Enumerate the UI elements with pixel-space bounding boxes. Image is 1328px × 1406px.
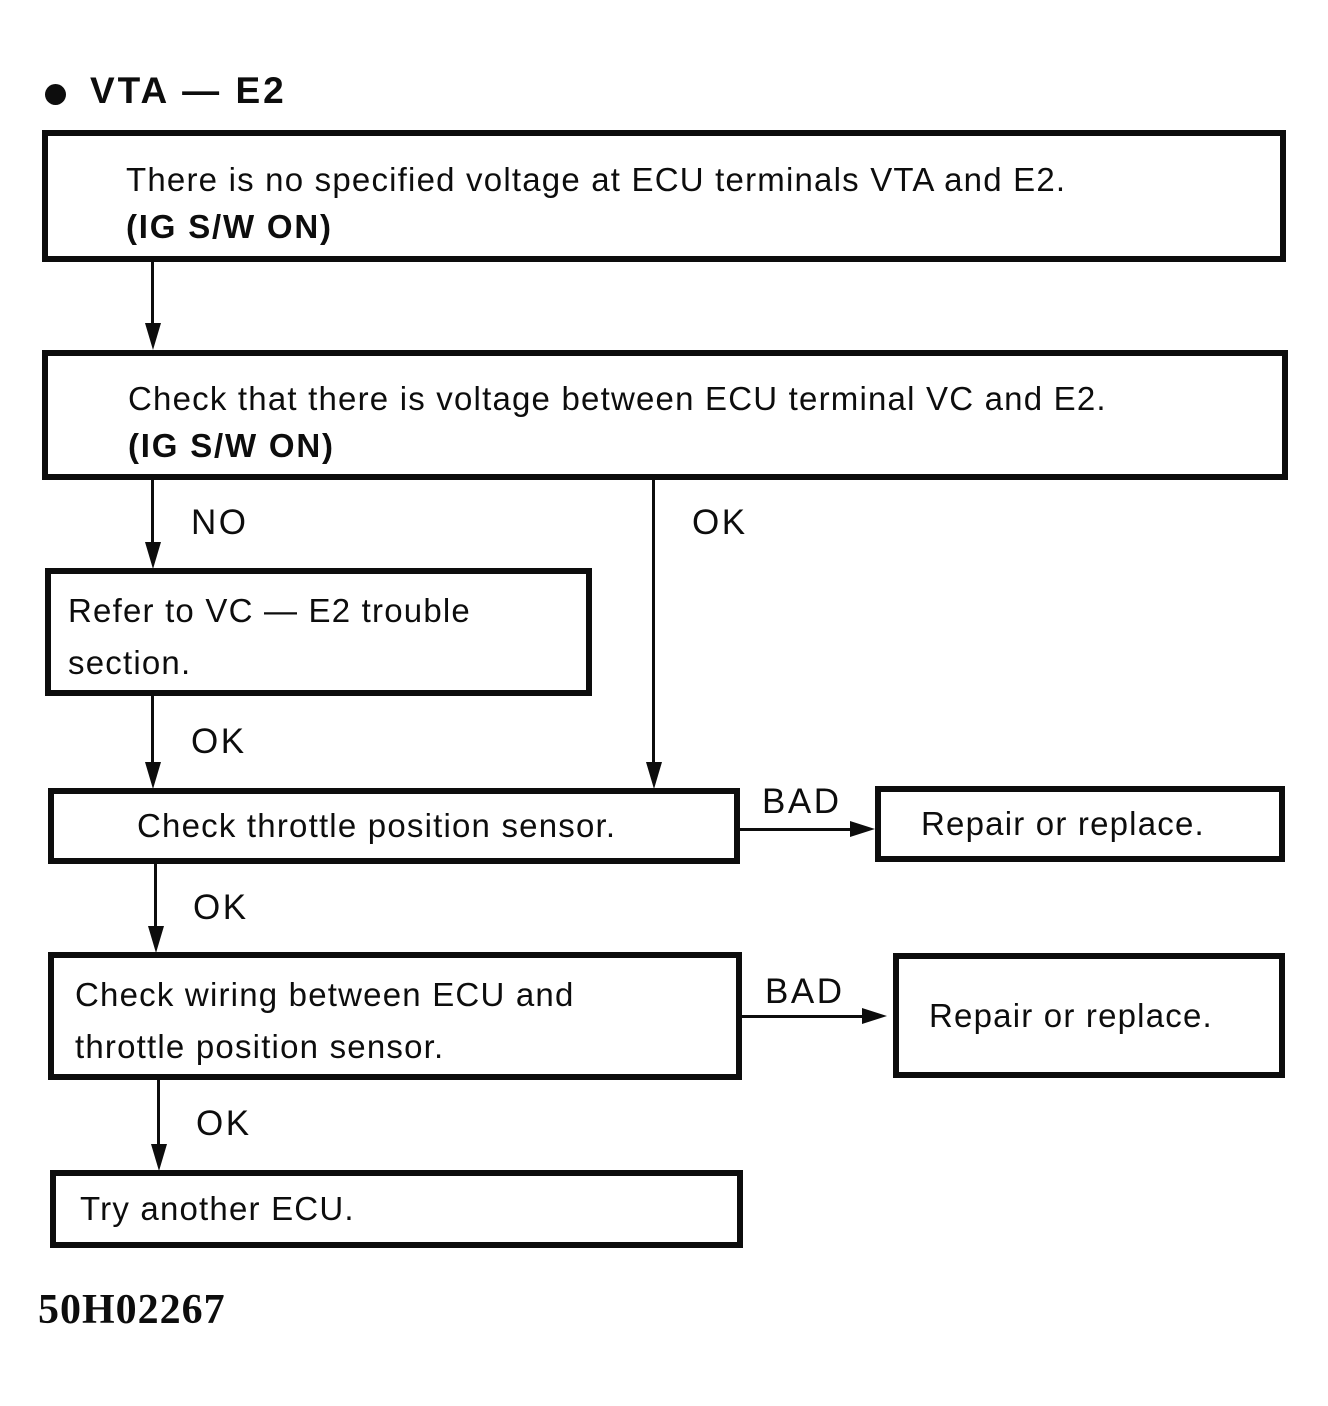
branch-label-ok: OK (193, 888, 249, 927)
connector-line (157, 1080, 160, 1146)
branch-label-no: NO (191, 503, 249, 542)
bullet-icon (45, 84, 66, 105)
connector-line (154, 864, 157, 928)
branch-label-ok: OK (692, 503, 748, 542)
arrow-right-icon (850, 821, 875, 837)
flow-box-check-throttle-position-sensor: Check throttle position sensor. (48, 788, 740, 864)
flow-box-no-specified-voltage: There is no specified voltage at ECU ter… (42, 130, 1286, 262)
branch-label-bad: BAD (765, 972, 845, 1011)
flow-box-try-another-ecu: Try another ECU. (50, 1170, 743, 1248)
flow-box-text: (IG S/W ON) (128, 427, 335, 464)
connector-line (151, 262, 154, 324)
arrow-right-icon (862, 1008, 887, 1024)
connector-line (652, 480, 655, 764)
flow-box-repair-or-replace: Repair or replace. (875, 786, 1285, 862)
flow-box-repair-or-replace: Repair or replace. (893, 953, 1285, 1078)
flow-box-refer-vc-e2-trouble: Refer to VC — E2 trouble section. (45, 568, 592, 696)
connector-line (740, 828, 855, 831)
connector-line (151, 480, 154, 544)
flow-box-text: Refer to VC — E2 trouble (68, 592, 471, 629)
flow-box-text: (IG S/W ON) (126, 208, 333, 245)
flow-box-check-vc-e2-voltage: Check that there is voltage between ECU … (42, 350, 1288, 480)
arrow-down-icon (148, 926, 164, 953)
figure-code: 50H02267 (38, 1287, 226, 1333)
arrow-down-icon (145, 542, 161, 569)
connector-line (742, 1015, 866, 1018)
branch-label-ok: OK (191, 722, 247, 761)
arrow-down-icon (145, 323, 161, 350)
page-title: VTA — E2 (90, 70, 287, 111)
flow-box-text: Try another ECU. (80, 1190, 355, 1227)
flow-box-text: Check wiring between ECU and (75, 976, 575, 1013)
branch-label-ok: OK (196, 1104, 252, 1143)
connector-line (151, 696, 154, 764)
branch-label-bad: BAD (762, 782, 842, 821)
arrow-down-icon (151, 1144, 167, 1171)
flow-box-text: There is no specified voltage at ECU ter… (126, 161, 1067, 198)
flow-box-text: section. (68, 644, 192, 681)
arrow-down-icon (646, 762, 662, 789)
flow-box-text: Repair or replace. (921, 805, 1205, 842)
flow-box-text: Repair or replace. (929, 996, 1213, 1034)
flow-box-text: Check throttle position sensor. (137, 807, 617, 844)
flow-box-text: Check that there is voltage between ECU … (128, 380, 1107, 417)
flow-box-text: throttle position sensor. (75, 1028, 445, 1065)
arrow-down-icon (145, 762, 161, 789)
flow-box-check-wiring: Check wiring between ECU and throttle po… (48, 952, 742, 1080)
